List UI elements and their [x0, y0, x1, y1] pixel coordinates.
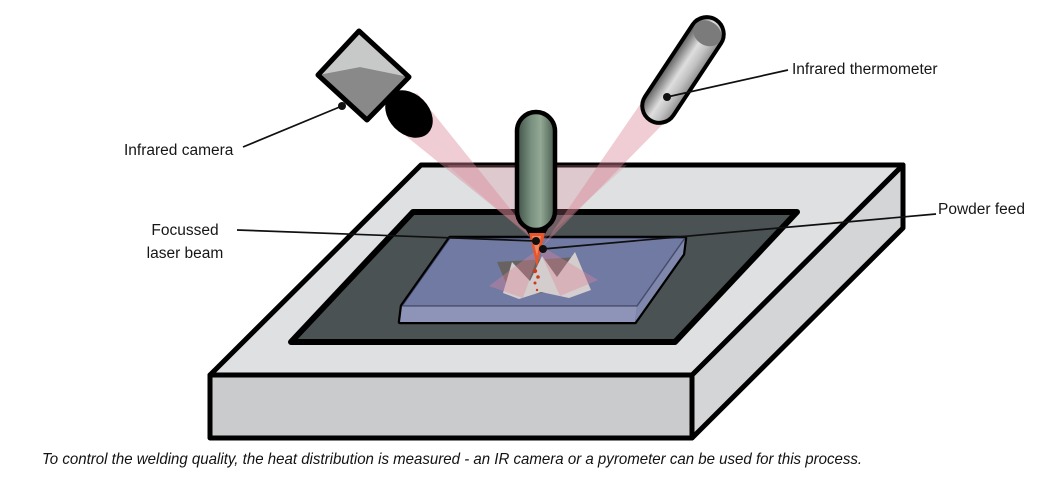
thermometer-cap: [693, 20, 722, 47]
spark-drop: [533, 281, 537, 285]
camera-body-face: [318, 67, 409, 120]
spark-drop: [536, 275, 540, 279]
spark-drop: [535, 288, 539, 292]
spark-drop: [532, 268, 538, 274]
infrared-thermometer-icon: [640, 15, 726, 125]
pointer-dots: [338, 93, 671, 253]
camera-outline: [315, 28, 412, 123]
label-focussed-laser-beam-line1: Focussed: [151, 222, 219, 239]
melt-pool: [503, 252, 591, 299]
camera-lens: [385, 90, 433, 138]
laser-head: [514, 109, 558, 292]
laser-body: [514, 109, 558, 233]
camera-pointer-line: [242, 105, 343, 148]
label-infrared-thermometer: Infrared thermometer: [792, 61, 938, 78]
thermometer-beam-spread: [489, 247, 541, 298]
camera-top-facet: [318, 31, 409, 77]
table-front-face: [207, 372, 695, 441]
plate-side-face: [635, 238, 685, 322]
laser-beam-pointer-line: [236, 229, 537, 242]
plate-front-face: [400, 306, 637, 322]
caption: To control the welding quality, the heat…: [42, 451, 863, 468]
infrared-camera-icon: [315, 28, 433, 138]
label-focussed-laser-beam: Focussed laser beam: [131, 219, 239, 265]
label-infrared-camera: Infrared camera: [124, 142, 234, 159]
laser-beam-pointer-dot: [532, 237, 540, 245]
pointer-lines: [236, 69, 937, 250]
camera-beam: [396, 93, 536, 241]
powder-feed-pointer-dot: [539, 245, 547, 253]
thermometer-beam: [542, 103, 664, 247]
camera-pointer-dot: [338, 102, 346, 110]
powder-feed-pointer-line: [542, 213, 937, 250]
thermometer-pointer-line: [666, 69, 789, 98]
camera-beam-spread: [536, 243, 598, 296]
label-powder-feed: Powder feed: [938, 201, 1026, 218]
thermometer-pointer-dot: [663, 93, 671, 101]
label-focussed-laser-beam-line2: laser beam: [146, 245, 224, 262]
